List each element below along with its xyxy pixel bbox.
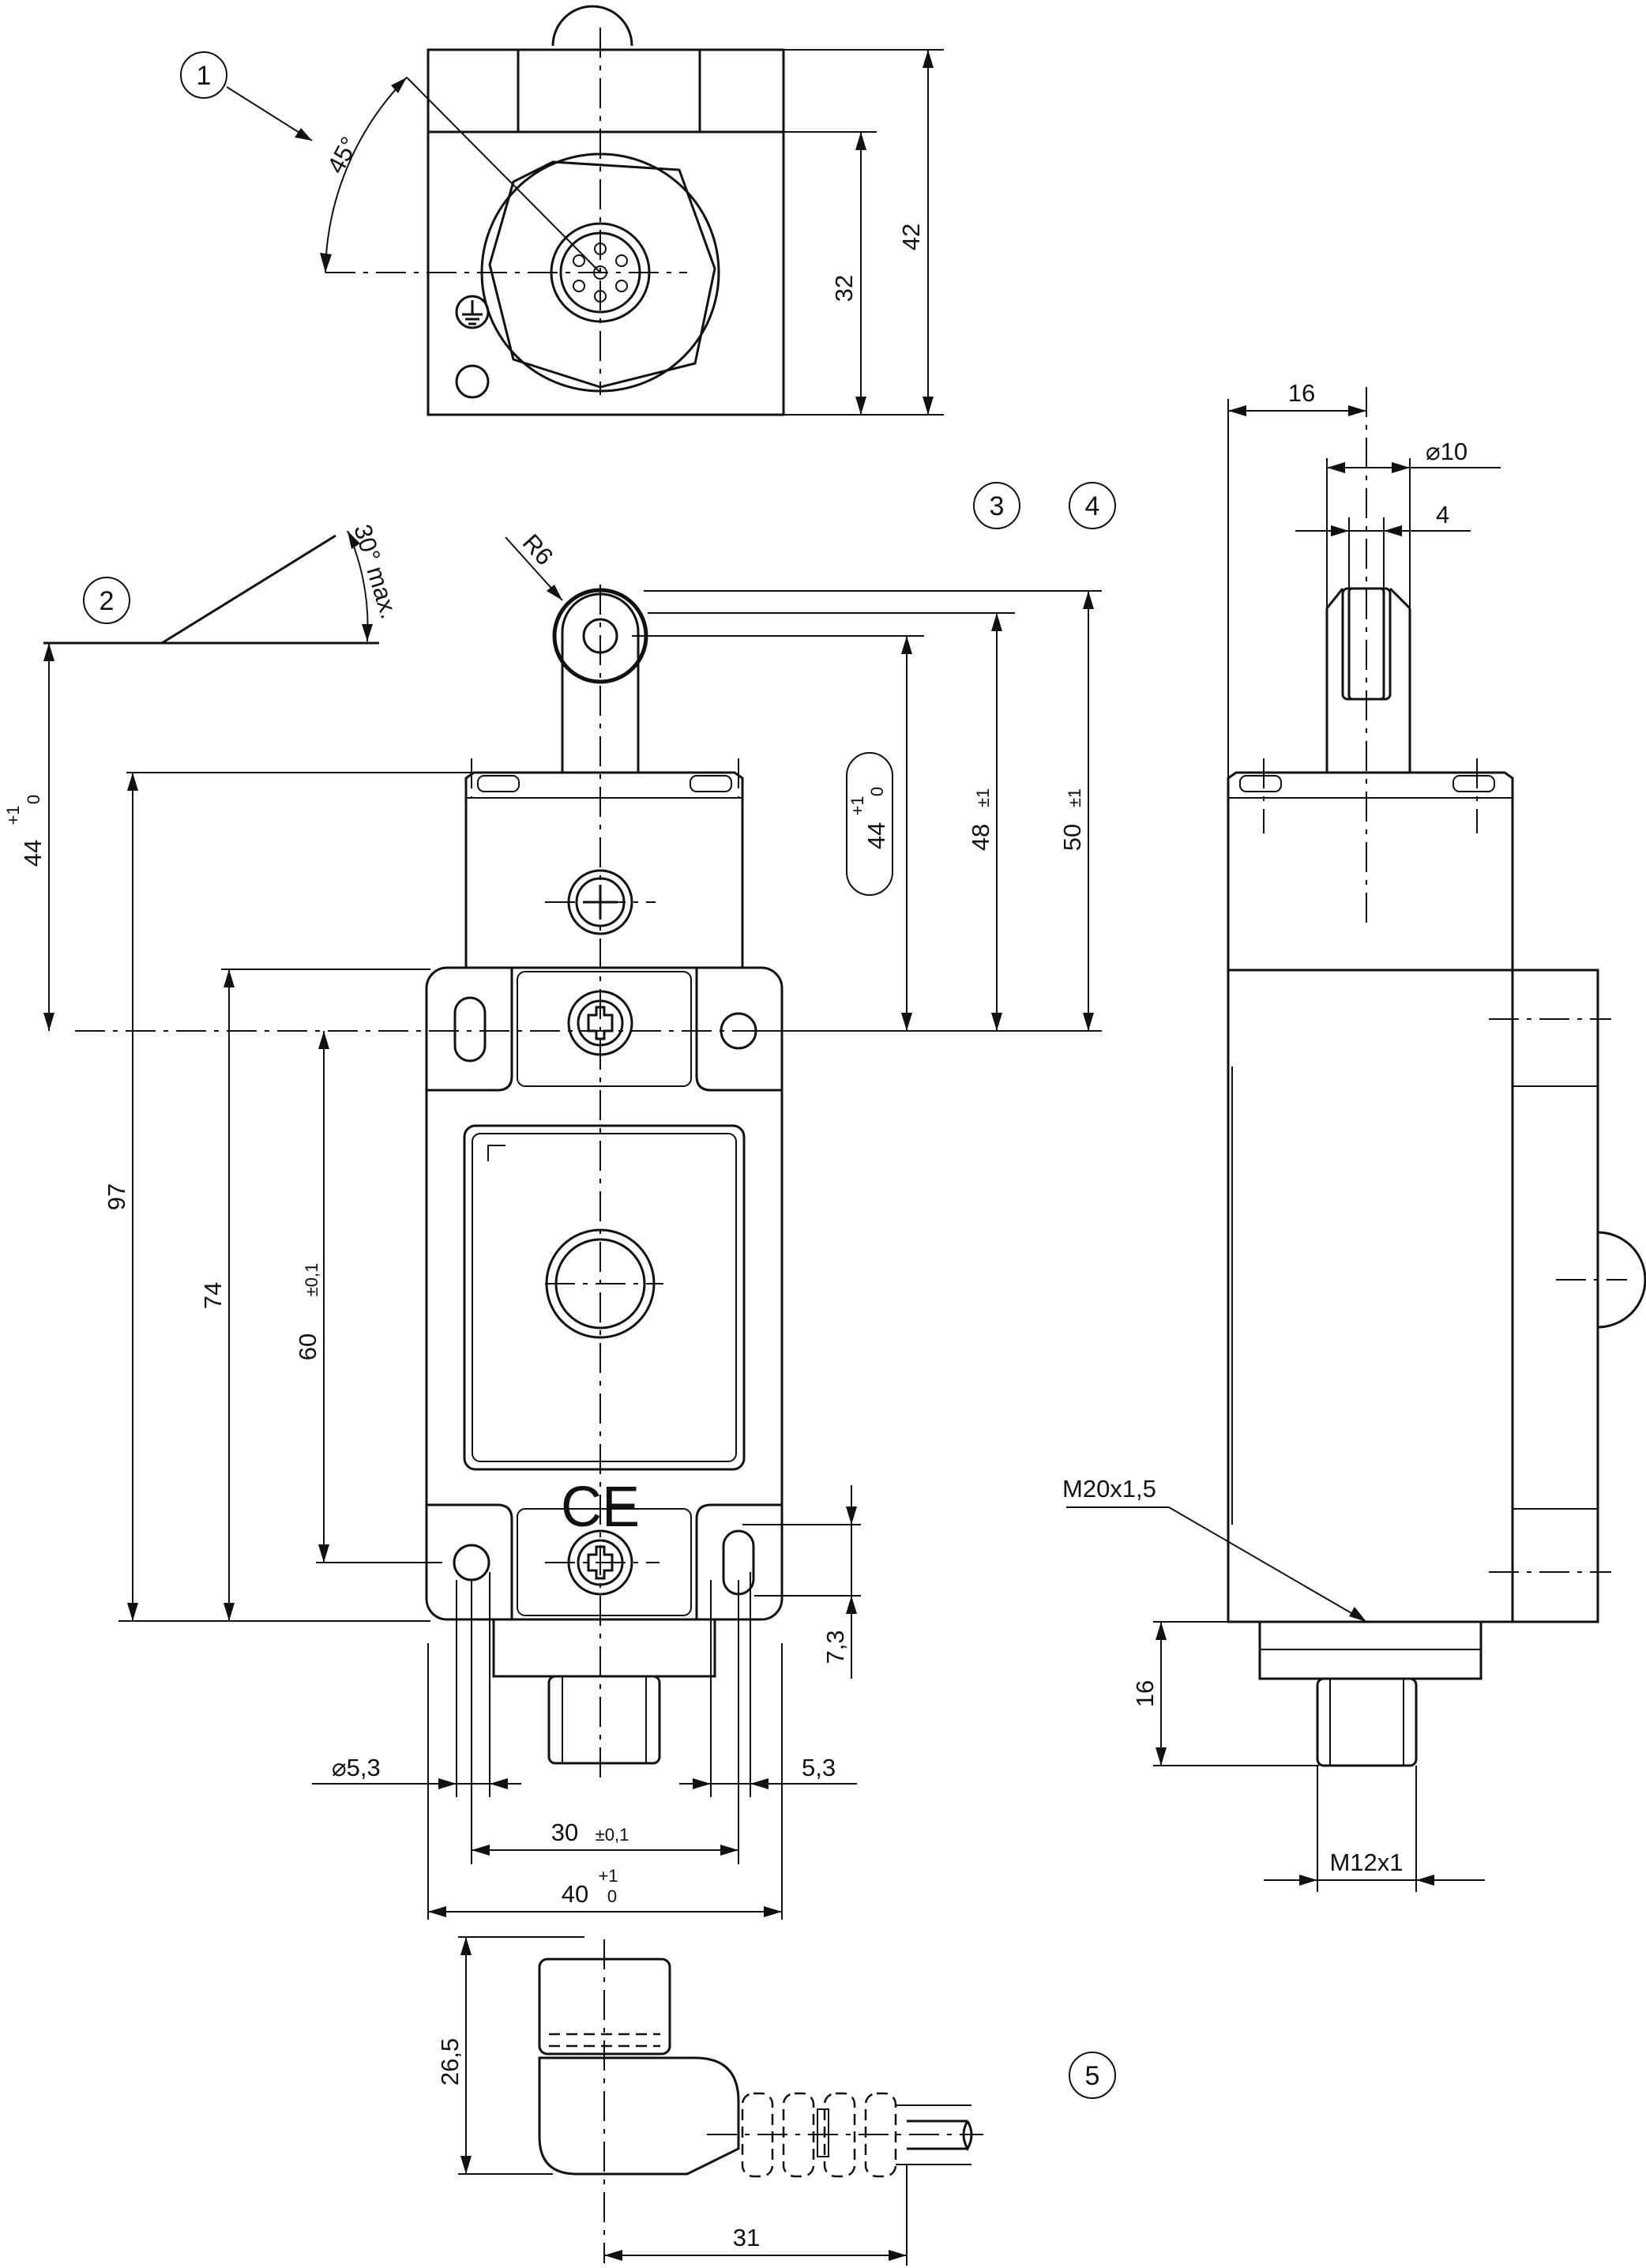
front-view: CE	[75, 585, 790, 1785]
dim-60-tol: ±0,1	[302, 1263, 321, 1297]
dim-50-tol: ±1	[1065, 788, 1084, 807]
dim-60: 60	[294, 1333, 321, 1360]
angle-30-label: 30° max.	[348, 521, 403, 622]
ground-symbol-icon	[455, 295, 490, 329]
dim-40: 40	[562, 1880, 588, 1908]
angled-plug: 26,5 31	[436, 1936, 983, 2266]
callout-3: 3	[973, 482, 1020, 529]
dim-44-inner: 44	[862, 822, 890, 849]
dim-plug-26-5: 26,5	[436, 2038, 464, 2086]
dim-50: 50	[1058, 824, 1086, 851]
dim-74: 74	[199, 1282, 227, 1309]
dim-44-left-upper: +1	[3, 805, 23, 825]
dim-30-tol: ±0,1	[596, 1825, 629, 1845]
svg-text:4: 4	[1085, 491, 1100, 521]
dim-44-left: 44	[19, 840, 47, 867]
dim-30: 30	[551, 1819, 578, 1846]
callout-2: 2	[83, 577, 130, 624]
dim-7-3: 7,3	[821, 1630, 849, 1664]
dim-top-32: 32	[830, 275, 858, 302]
thread-m12: M12x1	[1329, 1849, 1403, 1876]
dim-plug-31: 31	[733, 2224, 760, 2251]
dim-48-tol: ±1	[973, 788, 993, 807]
hole-icon	[455, 364, 490, 399]
dim-48: 48	[967, 824, 994, 851]
side-dimensions: 16 ⌀10 4 M20x1,5 16 M12x1	[1062, 379, 1501, 1892]
dim-44-inner-lower: 0	[867, 787, 887, 796]
dim-dia-10: ⌀10	[1426, 438, 1467, 465]
dim-40-tol-upper: +1	[598, 1866, 618, 1886]
dim-44-left-lower: 0	[24, 795, 43, 804]
dim-44-inner-upper: +1	[847, 795, 867, 815]
angle-45-label: 45°	[321, 132, 363, 178]
side-view	[1227, 387, 1646, 1767]
dim-connector-16: 16	[1131, 1680, 1159, 1707]
thread-m20: M20x1,5	[1062, 1475, 1156, 1503]
dim-97: 97	[103, 1183, 130, 1210]
callout-4: 4	[1069, 482, 1116, 529]
callout-5: 5	[1069, 2052, 1116, 2099]
svg-text:2: 2	[100, 586, 115, 616]
callout-1: 1	[180, 51, 227, 99]
dim-top-42: 42	[897, 224, 925, 250]
dim-r6: R6	[517, 528, 559, 570]
dim-dia-5-3: ⌀5,3	[332, 1754, 381, 1781]
angle-30-detail: 30° max.	[43, 521, 404, 645]
dim-5-3: 5,3	[802, 1754, 836, 1781]
dim-side-4: 4	[1436, 501, 1449, 528]
svg-text:5: 5	[1085, 2061, 1100, 2091]
dim-40-tol-lower: 0	[607, 1886, 617, 1906]
svg-text:3: 3	[990, 491, 1005, 521]
dim-side-16: 16	[1288, 379, 1315, 407]
top-view: 45° 32 42	[226, 5, 944, 416]
svg-text:1: 1	[197, 61, 212, 91]
front-dimensions: 44 +1 0 97 74 60 ±0,1 44 +1 0 48 ±1	[3, 528, 1102, 1920]
